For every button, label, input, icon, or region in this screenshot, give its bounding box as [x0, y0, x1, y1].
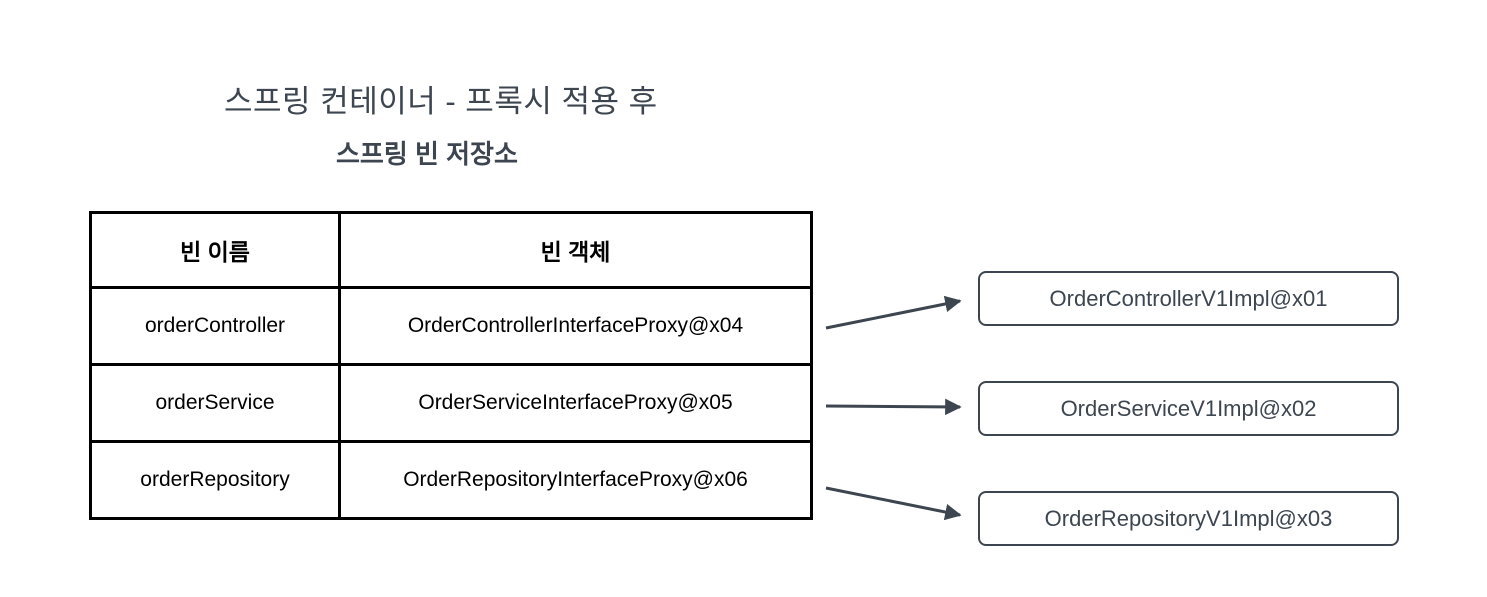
bean-object-column-header: 빈 객체	[338, 211, 813, 289]
bean-store-label: 스프링 빈 저장소	[336, 139, 518, 169]
bean-name-cell: orderService	[89, 363, 341, 443]
bean-name-column-header: 빈 이름	[89, 211, 341, 289]
bean-object-cell: OrderServiceInterfaceProxy@x05	[338, 363, 813, 443]
bean-name-cell: orderRepository	[89, 440, 341, 520]
impl-box-order-repository: OrderRepositoryV1Impl@x03	[978, 491, 1399, 546]
diagram-title: 스프링 컨테이너 - 프록시 적용 후	[224, 84, 658, 119]
table-row: orderController OrderControllerInterface…	[89, 286, 813, 366]
bean-object-cell: OrderRepositoryInterfaceProxy@x06	[338, 440, 813, 520]
bean-name-cell: orderController	[89, 286, 341, 366]
bean-table-header-row: 빈 이름 빈 객체	[89, 211, 813, 289]
bean-table: 빈 이름 빈 객체 orderController OrderControlle…	[89, 211, 813, 520]
bean-object-cell: OrderControllerInterfaceProxy@x04	[338, 286, 813, 366]
arrow-controller-proxy-to-impl	[825, 295, 962, 330]
arrow-repository-proxy-to-impl	[825, 486, 962, 521]
impl-box-order-service: OrderServiceV1Impl@x02	[978, 381, 1399, 436]
table-row: orderService OrderServiceInterfaceProxy@…	[89, 363, 813, 443]
arrow-service-proxy-to-impl	[825, 398, 962, 416]
impl-box-order-controller: OrderControllerV1Impl@x01	[978, 271, 1399, 326]
table-row: orderRepository OrderRepositoryInterface…	[89, 440, 813, 520]
